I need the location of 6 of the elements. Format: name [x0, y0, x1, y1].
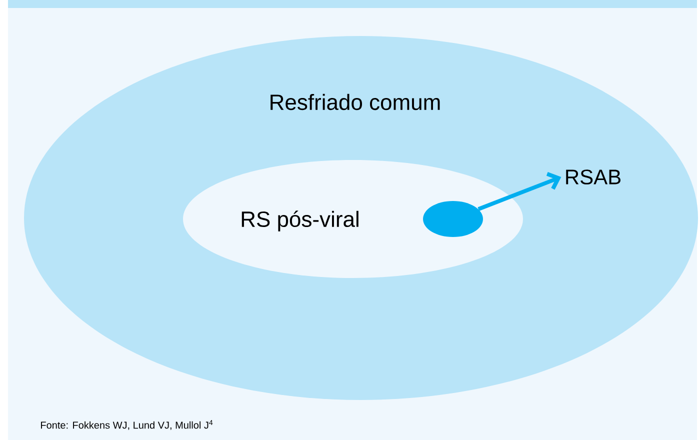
text-label: RSAB	[566, 170, 620, 184]
region-label: Resfriado comum	[270, 94, 440, 110]
dot	[423, 201, 483, 237]
arrow	[478, 172, 562, 212]
source-note: Fonte: Fokkens WJ, Lund VJ, Mullol J$^{4}$	[41, 420, 213, 430]
region-label: RS pós-viral	[242, 210, 358, 232]
